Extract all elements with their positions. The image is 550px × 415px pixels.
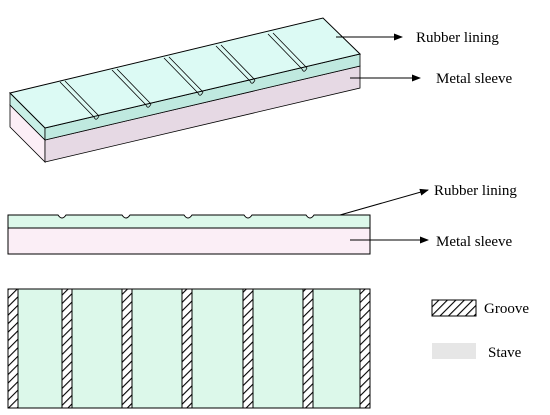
legend-stave-swatch bbox=[432, 343, 476, 359]
iso-grooves bbox=[59, 32, 308, 118]
side-rubber-label: Rubber lining bbox=[434, 183, 517, 199]
legend-groove-swatch bbox=[431, 299, 477, 317]
plan-groove bbox=[61, 288, 73, 409]
side-rubber-arrow bbox=[339, 188, 429, 216]
legend-stave-label: Stave bbox=[488, 345, 522, 361]
side-metal-sleeve bbox=[7, 227, 371, 255]
iso-metal-label: Metal sleeve bbox=[436, 71, 513, 87]
iso-groove-notches bbox=[93, 67, 308, 120]
plan-groove bbox=[181, 288, 193, 409]
iso-rubber-label: Rubber lining bbox=[416, 30, 499, 46]
legend-groove-label: Groove bbox=[484, 301, 529, 317]
plan-groove bbox=[302, 288, 314, 409]
legend: Groove Stave bbox=[431, 299, 529, 361]
side-rubber-lining bbox=[7, 214, 371, 229]
isometric-view bbox=[9, 17, 362, 163]
side-view bbox=[7, 214, 371, 255]
plan-groove bbox=[242, 288, 254, 409]
plan-view bbox=[7, 288, 371, 409]
plan-groove bbox=[7, 288, 19, 409]
side-metal-label: Metal sleeve bbox=[436, 234, 513, 250]
plan-groove bbox=[359, 288, 371, 409]
plan-groove bbox=[121, 288, 133, 409]
